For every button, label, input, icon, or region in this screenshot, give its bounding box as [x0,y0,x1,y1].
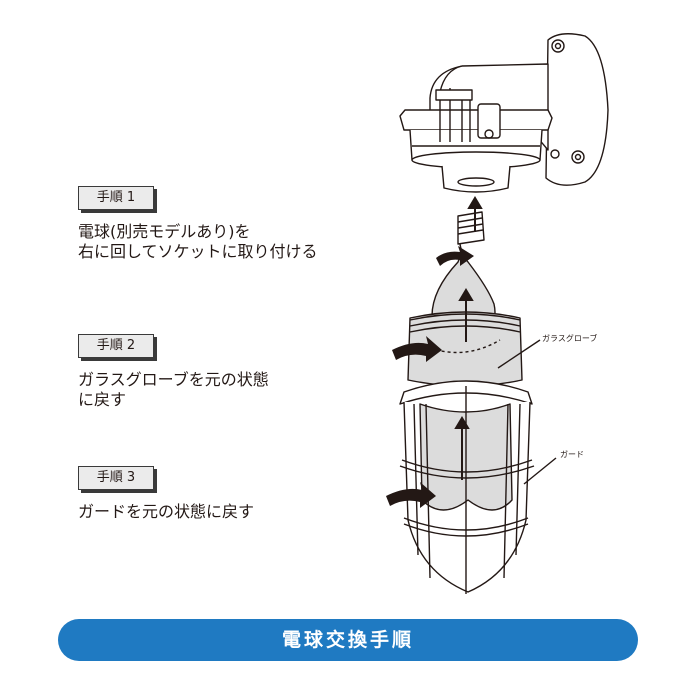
glass-globe-label: ガラスグローブ [542,334,598,343]
step-1-badge: 手順 1 [78,186,154,210]
page-title: 電球交換手順 [58,619,638,661]
rotate-right-icon [392,336,442,362]
rotate-right-icon [386,482,436,508]
step-1-text: 電球(別売モデルあり)を 右に回してソケットに取り付ける [78,222,318,261]
arrow-up-icon [458,288,474,342]
rotate-right-icon [436,246,474,266]
arrow-up-icon [467,196,483,232]
glass-globe-leader-line [497,339,541,369]
step-3-text: ガードを元の状態に戻す [78,502,255,521]
guard-leader-line [523,457,557,485]
guard-cage [399,380,535,594]
step-2-badge: 手順 2 [78,334,154,358]
arrow-up-icon [454,416,470,480]
step-3-badge: 手順 3 [78,466,154,490]
socket-housing [399,88,553,193]
guard-label: ガード [560,450,584,459]
step-2-text: ガラスグローブを元の状態 に戻す [78,370,269,409]
